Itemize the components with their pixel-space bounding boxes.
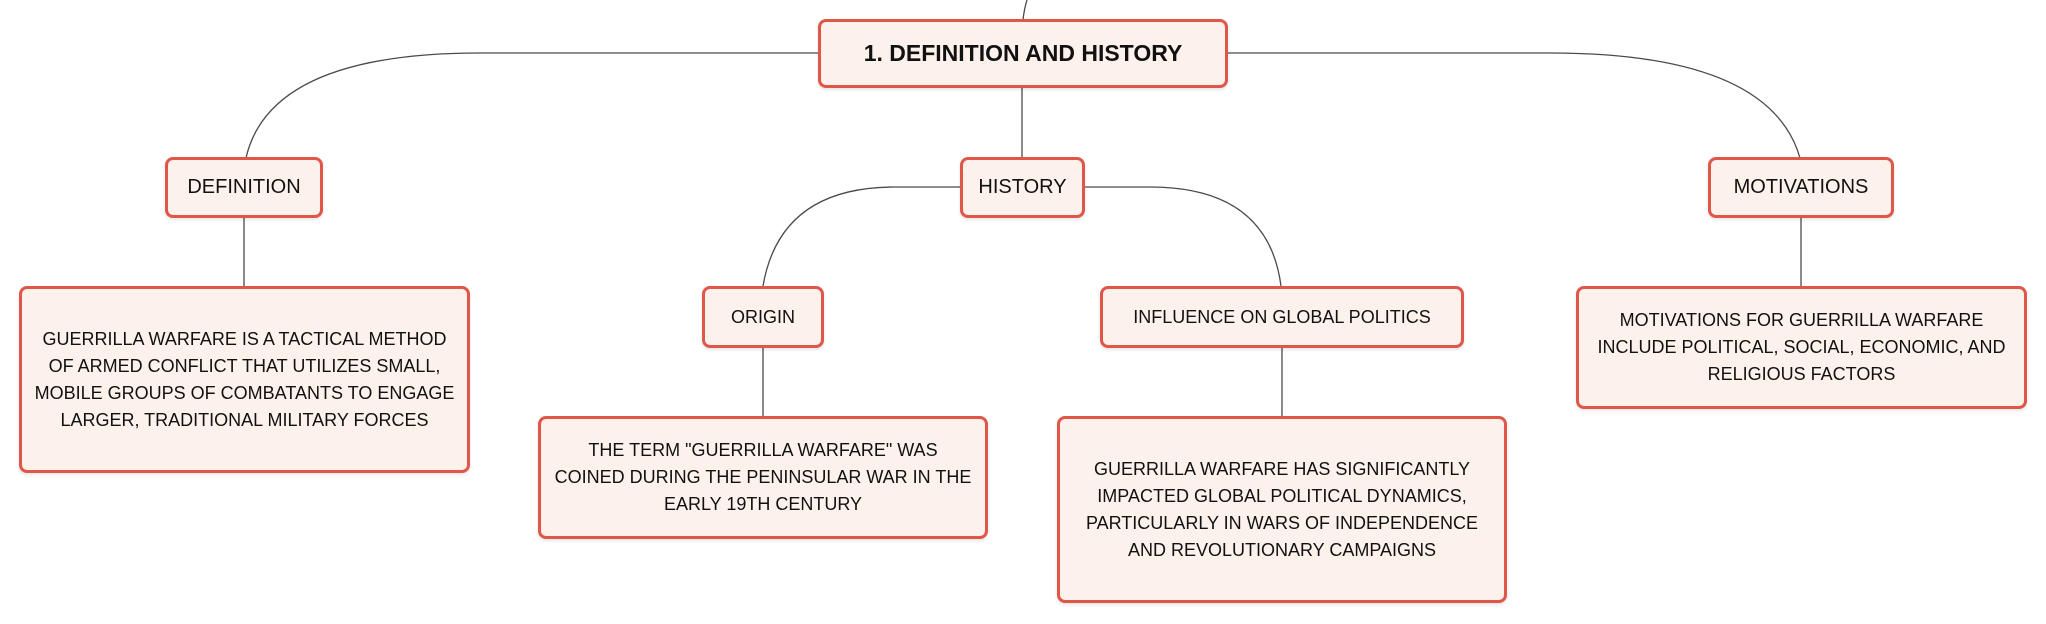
connector-root-to-motivations <box>1228 52 1801 159</box>
root-node[interactable]: 1. DEFINITION AND HISTORY <box>818 19 1228 88</box>
definition-node[interactable]: DEFINITION <box>165 157 323 218</box>
definition-detail-node[interactable]: GUERRILLA WARFARE IS A TACTICAL METHOD O… <box>19 286 470 473</box>
origin-node[interactable]: ORIGIN <box>702 286 824 348</box>
influence-node[interactable]: INFLUENCE ON GLOBAL POLITICS <box>1100 286 1464 348</box>
connector-root-to-definition <box>245 52 818 159</box>
history-node[interactable]: HISTORY <box>960 157 1085 218</box>
origin-detail-node[interactable]: THE TERM "GUERRILLA WARFARE" WAS COINED … <box>538 416 988 539</box>
connector-parent-to-root <box>1022 0 1028 21</box>
motivations-detail-node[interactable]: MOTIVATIONS FOR GUERRILLA WARFARE INCLUD… <box>1576 286 2027 409</box>
connector-history-to-influence <box>1084 186 1282 287</box>
connector-history-to-origin <box>762 186 961 287</box>
influence-detail-node[interactable]: GUERRILLA WARFARE HAS SIGNIFICANTLY IMPA… <box>1057 416 1507 603</box>
motivations-node[interactable]: MOTIVATIONS <box>1708 157 1894 218</box>
